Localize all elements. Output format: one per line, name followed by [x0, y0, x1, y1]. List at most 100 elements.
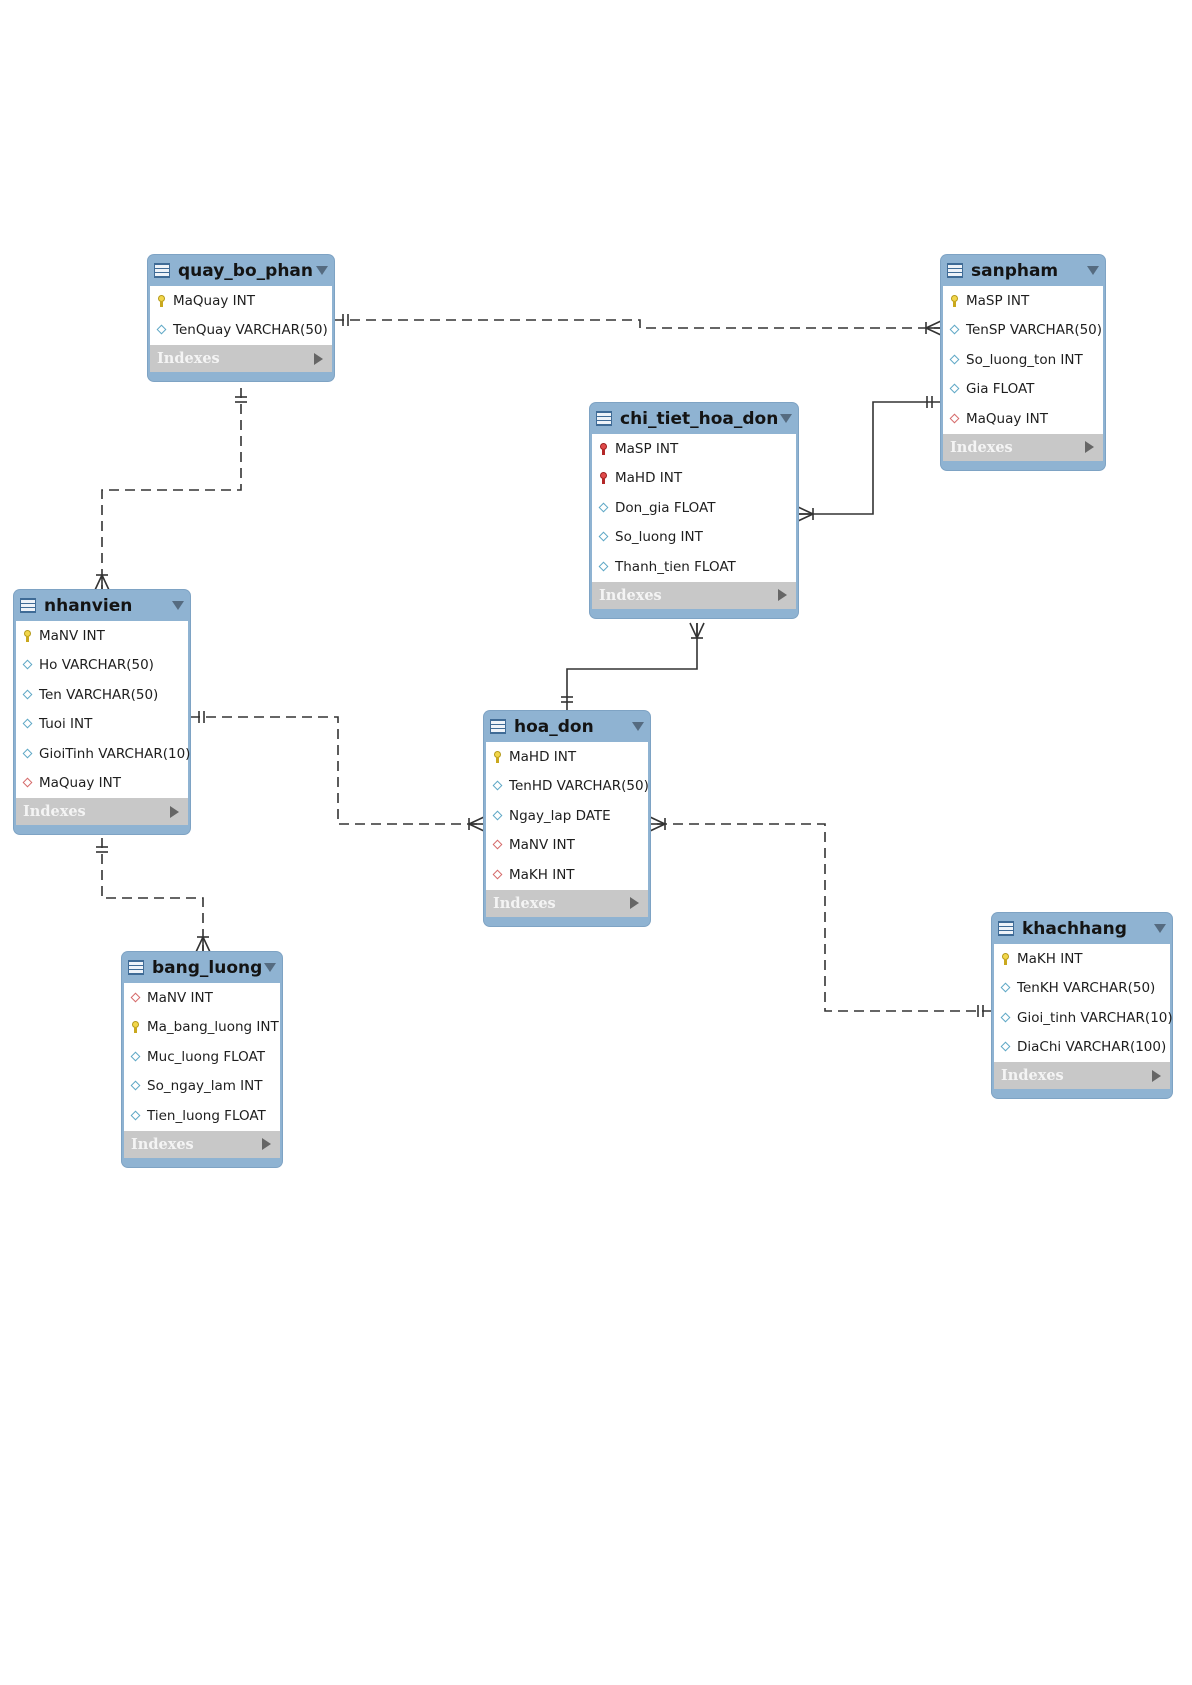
table-header[interactable]: bang_luong	[122, 952, 282, 983]
indexes-label: Indexes	[493, 894, 556, 912]
column-row[interactable]: Ten VARCHAR(50)	[16, 680, 188, 710]
expand-arrow-icon[interactable]	[1152, 1069, 1161, 1082]
relationship-line[interactable]	[650, 823, 992, 1012]
indexes-section[interactable]: Indexes	[486, 889, 648, 917]
expand-arrow-icon[interactable]	[630, 897, 639, 909]
table-icon	[20, 598, 36, 613]
column-text: Ngay_lap DATE	[509, 807, 611, 824]
column-row[interactable]: Ho VARCHAR(50)	[16, 651, 188, 681]
indexes-section[interactable]: Indexes	[592, 581, 796, 609]
column-text: MaHD INT	[615, 470, 683, 487]
expand-arrow-icon[interactable]	[778, 589, 787, 601]
column-row[interactable]: Thanh_tien FLOAT	[592, 552, 796, 582]
collapse-arrow-icon[interactable]	[264, 963, 276, 972]
column-row[interactable]: DiaChi VARCHAR(100)	[994, 1033, 1170, 1063]
column-row[interactable]: MaHD INT	[592, 464, 796, 494]
column-row[interactable]: MaNV INT	[16, 621, 188, 651]
column-row[interactable]: MaNV INT	[124, 983, 280, 1013]
collapse-arrow-icon[interactable]	[172, 601, 184, 610]
column-text: Ten VARCHAR(50)	[39, 686, 159, 703]
indexes-section[interactable]: Indexes	[150, 345, 332, 372]
column-row[interactable]: TenSP VARCHAR(50)	[943, 316, 1103, 346]
column-row[interactable]: MaQuay INT	[16, 769, 188, 799]
column-row[interactable]: Muc_luong FLOAT	[124, 1042, 280, 1072]
column-row[interactable]: MaKH INT	[994, 944, 1170, 974]
attribute-icon	[598, 561, 610, 573]
column-row[interactable]: MaNV INT	[486, 831, 648, 861]
indexes-section[interactable]: Indexes	[943, 433, 1103, 461]
column-row[interactable]: MaKH INT	[486, 860, 648, 890]
indexes-label: Indexes	[131, 1135, 194, 1153]
relationship-line[interactable]	[798, 401, 941, 515]
column-row[interactable]: MaHD INT	[486, 742, 648, 772]
relationship-line[interactable]	[101, 388, 242, 590]
table-header[interactable]: nhanvien	[14, 590, 190, 621]
relationship-line[interactable]	[334, 319, 941, 329]
column-text: Thanh_tien FLOAT	[615, 558, 736, 575]
column-text: Don_gia FLOAT	[615, 499, 716, 516]
table-header[interactable]: sanpham	[941, 255, 1105, 286]
collapse-arrow-icon[interactable]	[1087, 266, 1099, 275]
collapse-arrow-icon[interactable]	[632, 722, 644, 731]
column-row[interactable]: TenQuay VARCHAR(50)	[150, 316, 332, 346]
column-row[interactable]: MaQuay INT	[943, 404, 1103, 434]
table-header[interactable]: quay_bo_phan	[148, 255, 334, 286]
relationship-line[interactable]	[101, 838, 204, 952]
collapse-arrow-icon[interactable]	[780, 414, 792, 423]
column-row[interactable]: Gia FLOAT	[943, 375, 1103, 405]
column-text: MaSP INT	[615, 440, 679, 457]
column-row[interactable]: So_luong_ton INT	[943, 345, 1103, 375]
column-row[interactable]: Tuoi INT	[16, 710, 188, 740]
attribute-icon	[949, 354, 961, 366]
collapse-arrow-icon[interactable]	[316, 266, 328, 275]
indexes-label: Indexes	[599, 586, 662, 604]
attribute-icon	[22, 718, 34, 730]
crowfoot-mark	[101, 574, 110, 591]
indexes-section[interactable]: Indexes	[16, 798, 188, 825]
expand-arrow-icon[interactable]	[314, 352, 323, 365]
column-row[interactable]: Ma_bang_luong INT	[124, 1013, 280, 1043]
table-header[interactable]: chi_tiet_hoa_don	[590, 403, 798, 434]
column-text: MaNV INT	[509, 837, 575, 854]
expand-arrow-icon[interactable]	[262, 1138, 271, 1150]
expand-arrow-icon[interactable]	[1085, 441, 1094, 453]
expand-arrow-icon[interactable]	[170, 805, 179, 818]
attribute-icon	[598, 531, 610, 543]
indexes-section[interactable]: Indexes	[124, 1130, 280, 1158]
attribute-icon	[1000, 1012, 1012, 1024]
column-row[interactable]: Don_gia FLOAT	[592, 493, 796, 523]
column-row[interactable]: MaQuay INT	[150, 286, 332, 316]
column-row[interactable]: TenHD VARCHAR(50)	[486, 772, 649, 802]
collapse-arrow-icon[interactable]	[1154, 924, 1166, 933]
column-row[interactable]: Gioi_tinh VARCHAR(10)	[994, 1003, 1173, 1033]
attribute-icon	[22, 689, 34, 701]
column-row[interactable]: Ngay_lap DATE	[486, 801, 648, 831]
crowfoot-mark	[468, 816, 485, 825]
column-row[interactable]: MaSP INT	[943, 286, 1103, 316]
column-row[interactable]: GioiTinh VARCHAR(10)	[16, 739, 190, 769]
table-header[interactable]: hoa_don	[484, 711, 650, 742]
indexes-section[interactable]: Indexes	[994, 1062, 1170, 1089]
crowfoot-mark	[696, 622, 705, 639]
column-row[interactable]: So_ngay_lam INT	[124, 1072, 280, 1102]
column-row[interactable]: MaSP INT	[592, 434, 796, 464]
column-row[interactable]: So_luong INT	[592, 523, 796, 553]
primary-key-icon	[156, 294, 168, 307]
relationship-line[interactable]	[566, 623, 698, 711]
column-row[interactable]: Tien_luong FLOAT	[124, 1101, 280, 1131]
relationship-line[interactable]	[190, 716, 484, 825]
column-text: TenHD VARCHAR(50)	[509, 778, 649, 795]
table-header[interactable]: khachhang	[992, 913, 1172, 944]
column-text: Tien_luong FLOAT	[147, 1107, 266, 1124]
column-row[interactable]: TenKH VARCHAR(50)	[994, 974, 1170, 1004]
column-text: MaSP INT	[966, 292, 1030, 309]
